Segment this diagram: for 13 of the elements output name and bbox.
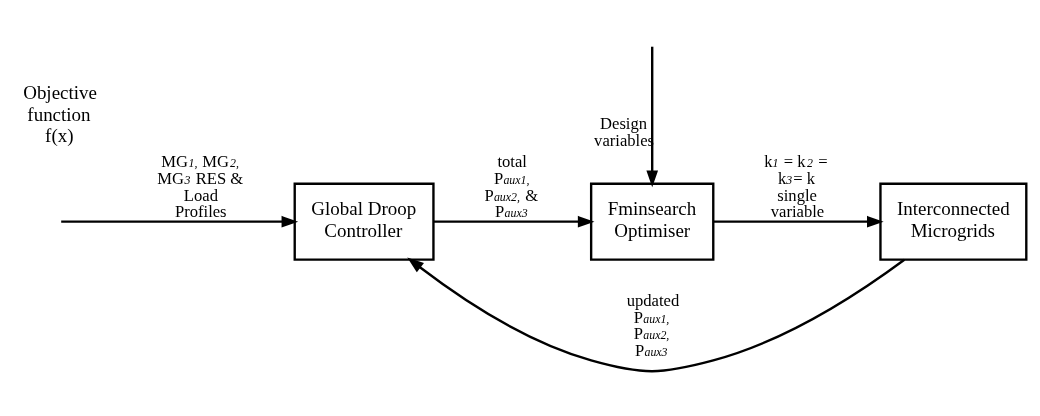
edge-label: total Paux1, Paux2, & Paux3 — [484, 151, 539, 221]
edge-label: k1 = k2 = k3= k single variable — [764, 151, 828, 221]
arrow — [433, 215, 595, 227]
arrow — [61, 215, 299, 227]
edge-label: MG1, MG2, MG3 RES & Load Profiles — [157, 151, 244, 221]
arrow — [713, 215, 884, 227]
arrow — [646, 46, 659, 187]
arrow — [407, 257, 906, 372]
edge-label: updated Paux1, Paux2, Paux3 — [626, 290, 680, 360]
node-box: Fminsearch Optimiser — [589, 182, 715, 261]
label: Objective function f(x) — [23, 81, 97, 146]
node-box: Interconnected Microgrids — [879, 182, 1028, 261]
node-box: Global Droop Controller — [293, 182, 435, 261]
